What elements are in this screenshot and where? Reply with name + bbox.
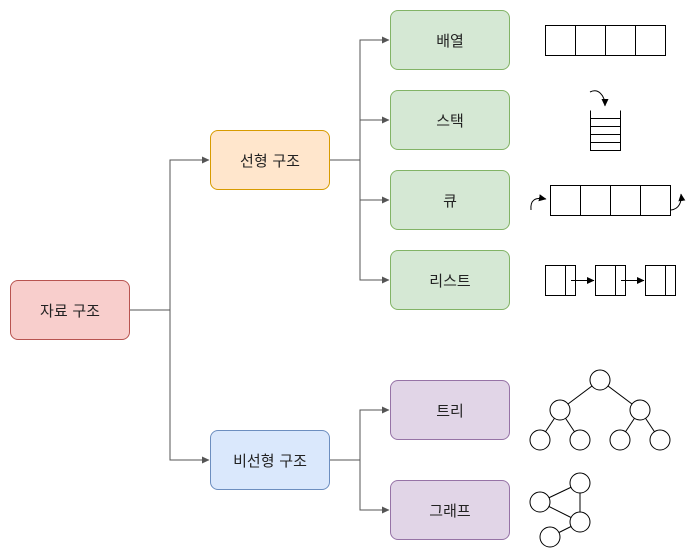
connector-linear-array [359, 36, 390, 160]
connector-nonlinear-graph [359, 460, 390, 514]
graph-icon [529, 472, 591, 548]
array-node: 배열 [390, 10, 510, 70]
root-node-label: 자료 구조 [40, 301, 100, 320]
graph-label: 그래프 [429, 501, 471, 520]
stack-node: 스택 [390, 90, 510, 150]
tree-icon [529, 369, 671, 451]
connectors [130, 36, 390, 514]
array-icon [545, 25, 666, 56]
connector-nonlinear-tree [359, 406, 390, 460]
nonlinear-structure-node: 비선형 구조 [210, 430, 330, 490]
connector-root-nonlinear [169, 310, 210, 464]
queue-label: 큐 [443, 191, 457, 210]
linear-structure-label: 선형 구조 [240, 151, 300, 170]
list-label: 리스트 [429, 271, 471, 290]
stack-label: 스택 [436, 111, 464, 130]
tree-label: 트리 [436, 401, 464, 420]
array-label: 배열 [436, 31, 464, 50]
linear-structure-node: 선형 구조 [210, 130, 330, 190]
root-node: 자료 구조 [10, 280, 130, 340]
tree-node: 트리 [390, 380, 510, 440]
nonlinear-structure-label: 비선형 구조 [233, 451, 307, 470]
linked-list-icon [545, 265, 676, 296]
connector-root-linear [169, 156, 210, 310]
queue-node: 큐 [390, 170, 510, 230]
connector-linear-queue [359, 160, 390, 204]
graph-node: 그래프 [390, 480, 510, 540]
stack-icon [589, 90, 621, 151]
list-node: 리스트 [390, 250, 510, 310]
connector-linear-stack [359, 116, 390, 160]
connector-linear-list [359, 160, 390, 284]
queue-icon [530, 185, 686, 216]
